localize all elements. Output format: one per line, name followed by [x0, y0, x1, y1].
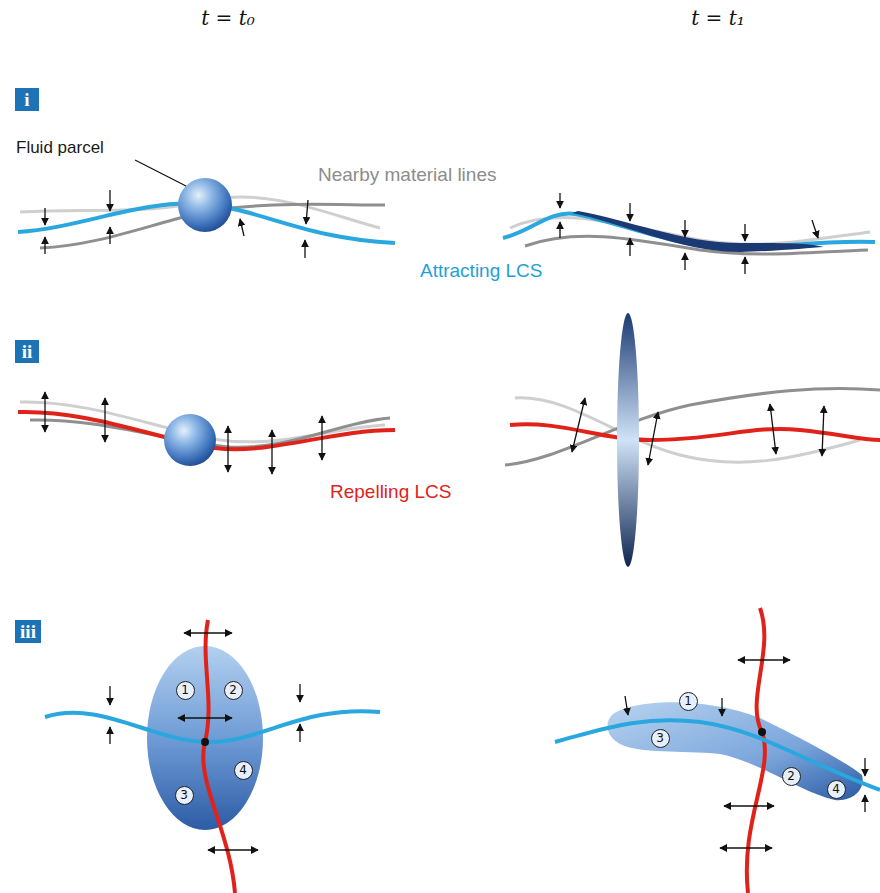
arrow	[812, 220, 818, 238]
double-arrow	[227, 426, 228, 472]
arrow	[721, 698, 722, 716]
callout-number: 2	[782, 767, 801, 786]
double-arrow	[822, 406, 824, 456]
arrow	[744, 257, 745, 274]
material-lines-label: Nearby material lines	[318, 164, 496, 186]
arrow	[109, 227, 110, 244]
callout-number: 1	[679, 692, 698, 711]
arrow	[299, 684, 300, 702]
panel-number: iii	[20, 622, 36, 641]
arrow	[559, 222, 560, 238]
panel-badge: i	[15, 88, 39, 111]
repelling-lcs-curve	[510, 424, 880, 440]
double-arrow	[184, 632, 232, 633]
attracting-lcs-curve	[555, 720, 880, 790]
double-arrow	[208, 849, 258, 850]
arrow	[864, 758, 865, 776]
time-header: t = t₁	[691, 7, 745, 30]
arrow	[744, 224, 745, 241]
stretched-parcel	[617, 313, 639, 567]
panel-iii-left	[45, 620, 380, 893]
arrow	[559, 193, 560, 208]
arrow	[304, 240, 305, 258]
hyperbolic-point	[758, 728, 766, 736]
callout-number: 2	[224, 681, 243, 700]
fluid-parcel-sphere	[164, 414, 216, 466]
callout-number: 3	[175, 786, 194, 805]
panel-badge: ii	[15, 340, 39, 363]
double-arrow	[104, 398, 105, 442]
arrow	[629, 203, 630, 221]
squeezed-parcel	[572, 211, 824, 252]
arrow	[306, 200, 308, 224]
material-line	[505, 388, 880, 465]
time-header: t = t₀	[201, 7, 255, 30]
attracting-lcs-label: Attracting LCS	[420, 260, 543, 282]
panel-ii-left	[18, 392, 395, 474]
arrow	[44, 208, 45, 225]
arrow	[684, 220, 685, 237]
arrow	[684, 253, 685, 270]
arrow	[109, 686, 110, 705]
double-arrow	[271, 430, 272, 474]
arrow	[44, 237, 45, 254]
panel-i-right	[503, 193, 875, 274]
leader-line	[135, 160, 186, 186]
attracting-lcs-curve	[45, 711, 380, 742]
hyperbolic-point	[201, 738, 209, 746]
arrow	[864, 795, 865, 812]
deformed-parcel	[607, 702, 862, 800]
panel-number: i	[24, 90, 29, 109]
callout-number: 4	[234, 761, 253, 780]
repelling-lcs-label: Repelling LCS	[330, 481, 451, 503]
double-arrow	[178, 717, 232, 718]
arrow	[109, 190, 110, 211]
arrow	[629, 238, 630, 256]
callout-number: 4	[827, 780, 846, 799]
callout-number: 1	[176, 681, 195, 700]
fluid-parcel-label: Fluid parcel	[16, 138, 104, 158]
double-arrow	[724, 805, 774, 806]
double-arrow	[648, 412, 658, 465]
panel-ii-right	[505, 313, 880, 567]
panel-badge: iii	[15, 620, 41, 643]
repelling-lcs-curve	[747, 608, 765, 893]
arrow	[109, 727, 110, 744]
arrow	[625, 696, 628, 715]
double-arrow	[770, 404, 776, 454]
double-arrow	[572, 398, 585, 452]
repelling-lcs-curve	[203, 620, 235, 893]
fluid-parcel-sphere	[178, 178, 232, 232]
double-arrow	[720, 847, 772, 848]
panel-number: ii	[22, 342, 33, 361]
double-arrow	[738, 659, 790, 660]
callout-number: 3	[651, 729, 670, 748]
double-arrow	[321, 416, 322, 460]
panel-iii-right	[555, 608, 880, 893]
double-arrow	[44, 392, 45, 432]
arrow	[240, 219, 244, 236]
arrow	[299, 724, 300, 742]
